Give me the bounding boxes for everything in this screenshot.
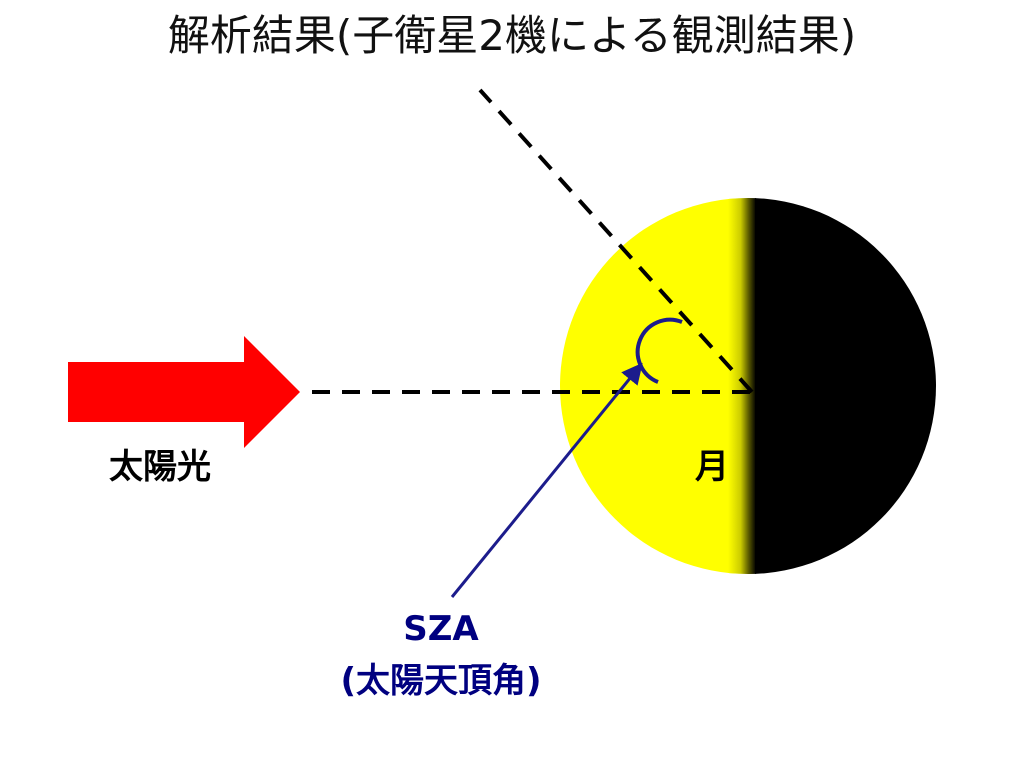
moon-dark-side [755, 198, 936, 574]
moon-terminator [728, 198, 756, 574]
sza-label: SZA [403, 609, 479, 649]
sunlight-label: 太陽光 [109, 447, 211, 487]
sunlight-arrow-icon [68, 336, 300, 448]
zenith-direction-line [478, 88, 754, 394]
sza-pointer-arrow [450, 362, 643, 598]
angle-arc-icon [635, 317, 683, 384]
moon-label: 月 [695, 447, 729, 487]
slide-title: 解析結果(子衛星2機による観測結果) [167, 11, 857, 60]
sza-sublabel: (太陽天頂角) [340, 661, 541, 701]
